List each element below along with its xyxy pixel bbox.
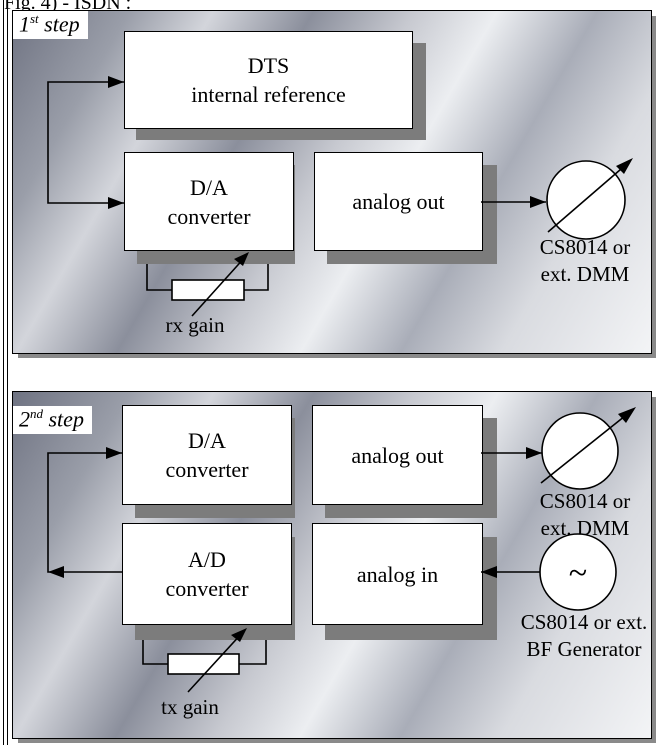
meter-circle-icon — [546, 158, 633, 240]
left-rule — [3, 0, 4, 745]
da1-line1: D/A — [190, 174, 228, 200]
dts-title: DTS — [247, 53, 290, 78]
ad-converter-box: A/D converter — [122, 523, 292, 625]
arrow-out-of-ad — [48, 566, 64, 578]
tx-gain-label: tx gain — [161, 695, 219, 719]
da1-line2: converter — [167, 203, 251, 229]
da-converter-box-1: D/A converter — [124, 152, 294, 251]
generator-caption: CS8014 or ext. BF Generator — [510, 609, 658, 663]
da2-line2: converter — [165, 457, 249, 482]
dts-subtitle: internal reference — [191, 82, 346, 107]
sine-generator-icon: ~ — [539, 533, 617, 611]
meter-1-caption-line2: ext. DMM — [540, 262, 630, 286]
left-rule-inner — [7, 0, 8, 745]
rx-gain-label: rx gain — [165, 313, 225, 337]
ad-line2: converter — [165, 576, 249, 601]
step2-out-to-meter — [481, 447, 542, 459]
step2-generator-to-in — [481, 566, 541, 578]
da2-line1: D/A — [188, 428, 226, 453]
arrow-into-da2 — [106, 447, 122, 459]
step-1-label: 1st step — [13, 11, 88, 40]
step2-ad-da-loop — [47, 447, 122, 578]
generator-caption-line2: BF Generator — [526, 637, 642, 661]
meter-1-caption: CS8014 or ext. DMM — [520, 234, 650, 288]
variable-resistor-icon — [146, 252, 269, 317]
analog-out-2-label: analog out — [351, 442, 444, 468]
analog-out-box-2: analog out — [312, 405, 483, 505]
ad-line1: A/D — [188, 547, 226, 572]
da-converter-box-2: D/A converter — [122, 405, 292, 505]
step1-out-to-meter — [481, 196, 546, 208]
step1-dts-da-loop — [47, 76, 124, 209]
meter-circle-icon — [540, 407, 636, 490]
analog-out-box-1: analog out — [314, 152, 483, 251]
arrow-into-da1 — [108, 197, 124, 209]
variable-resistor-icon — [142, 628, 267, 693]
dts-internal-reference-box: DTS internal reference — [124, 31, 413, 129]
generator-caption-line1: CS8014 or ext. — [520, 610, 648, 634]
analog-out-1-label: analog out — [352, 189, 445, 214]
step-2-label: 2nd step — [13, 406, 92, 435]
analog-in-label: analog in — [356, 561, 439, 587]
analog-in-box: analog in — [312, 523, 483, 625]
arrow-into-dts — [108, 76, 124, 88]
generator-symbol: ~ — [569, 555, 587, 592]
meter-2-caption-line1: CS8014 or — [539, 489, 631, 513]
